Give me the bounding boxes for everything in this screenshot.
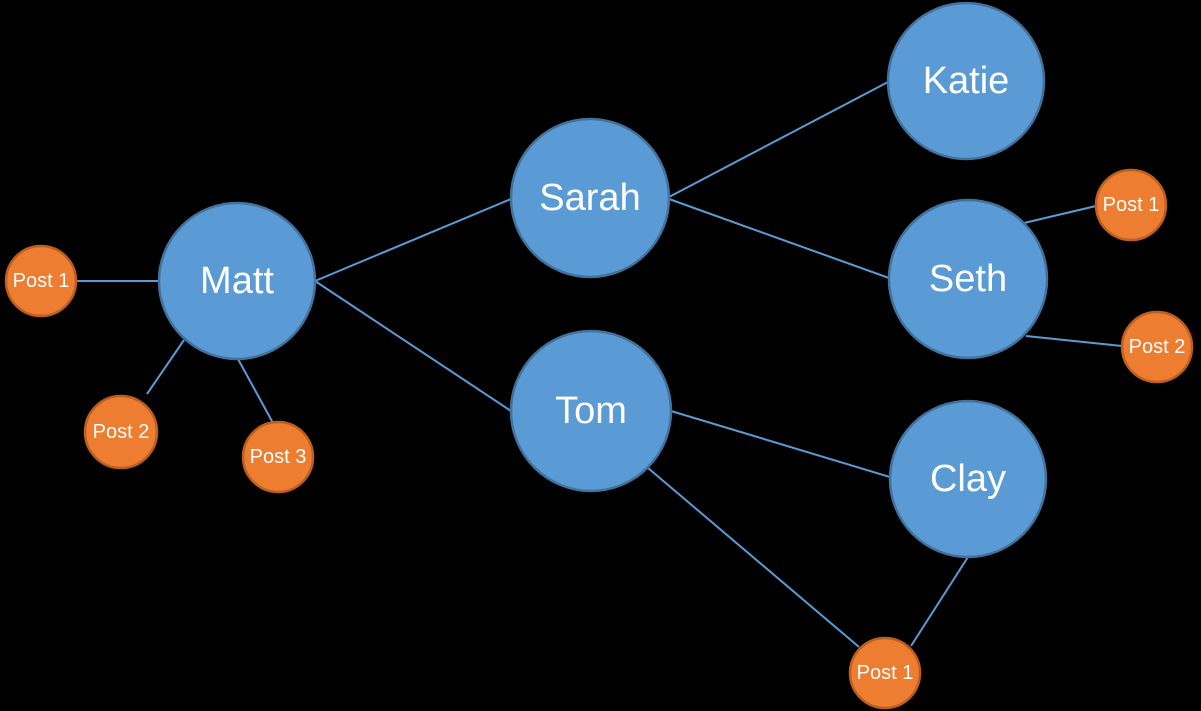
- node-label-katie: Katie: [923, 60, 1010, 102]
- edge-matt--sarah: [314, 198, 512, 282]
- node-label-clay: Clay: [930, 458, 1006, 500]
- post-circle-post3-matt[interactable]: [241, 420, 315, 494]
- node-label-post1-matt: Post 1: [13, 270, 70, 292]
- node-label-tom: Tom: [555, 390, 627, 432]
- edge-matt--post3-matt: [237, 358, 274, 424]
- edge-matt--post2-matt: [146, 339, 185, 395]
- edge-tom--clay: [670, 410, 891, 478]
- edge-seth--post1-seth: [1023, 205, 1097, 224]
- node-clay[interactable]: Clay: [888, 399, 1048, 559]
- person-circle-sarah[interactable]: [509, 117, 671, 279]
- node-post1-matt[interactable]: Post 1: [4, 244, 78, 318]
- node-label-post2-matt: Post 2: [93, 421, 150, 443]
- edge-seth--post2-seth: [1025, 335, 1123, 347]
- edge-tom--post1-tom-clay: [647, 467, 860, 648]
- edge-matt--tom: [314, 280, 512, 412]
- node-label-matt: Matt: [200, 260, 274, 302]
- node-katie[interactable]: Katie: [886, 1, 1046, 161]
- post-circle-post1-tom-clay[interactable]: [848, 636, 922, 710]
- node-label-sarah: Sarah: [539, 177, 640, 219]
- edge-sarah--seth: [668, 198, 890, 279]
- node-post2-matt[interactable]: Post 2: [83, 394, 159, 470]
- node-sarah[interactable]: Sarah: [509, 117, 671, 279]
- person-circle-matt[interactable]: [157, 201, 317, 361]
- post-circle-post1-seth[interactable]: [1094, 168, 1168, 242]
- node-label-post3-matt: Post 3: [250, 446, 307, 468]
- post-circle-post2-matt[interactable]: [83, 394, 159, 470]
- edge-clay--post1-tom-clay: [910, 556, 969, 647]
- node-label-post1-seth: Post 1: [1103, 194, 1160, 216]
- node-post1-seth[interactable]: Post 1: [1094, 168, 1168, 242]
- person-circle-katie[interactable]: [886, 1, 1046, 161]
- node-seth[interactable]: Seth: [887, 198, 1049, 360]
- node-post1-tom-clay[interactable]: Post 1: [848, 636, 922, 710]
- node-post2-seth[interactable]: Post 2: [1120, 310, 1194, 384]
- post-circle-post2-seth[interactable]: [1120, 310, 1194, 384]
- node-post3-matt[interactable]: Post 3: [241, 420, 315, 494]
- post-circle-post1-matt[interactable]: [4, 244, 78, 318]
- node-label-post2-seth: Post 2: [1129, 336, 1186, 358]
- person-circle-seth[interactable]: [887, 198, 1049, 360]
- person-circle-tom[interactable]: [509, 329, 673, 493]
- edge-sarah--katie: [668, 81, 889, 198]
- node-matt[interactable]: Matt: [157, 201, 317, 361]
- person-circle-clay[interactable]: [888, 399, 1048, 559]
- node-tom[interactable]: Tom: [509, 329, 673, 493]
- node-label-post1-tom-clay: Post 1: [857, 662, 914, 684]
- node-label-seth: Seth: [929, 258, 1007, 300]
